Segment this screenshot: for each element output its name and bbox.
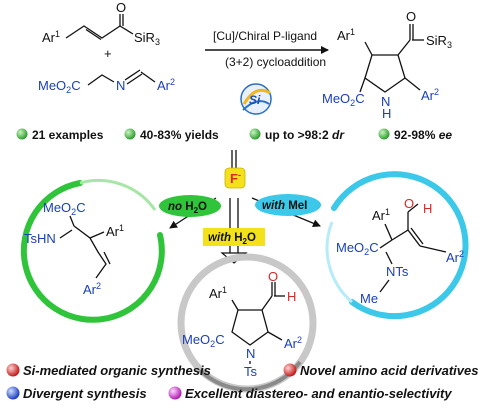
- left-tshn-label: TsHN: [24, 231, 56, 246]
- center-ar1-label: Ar1: [209, 285, 227, 301]
- red-bullet-icon: [6, 363, 20, 377]
- stat-dr: up to >98:2 dr: [265, 128, 345, 142]
- pyrrolidine-ring: [364, 54, 406, 93]
- stat-ee: 92-98% ee: [394, 128, 452, 142]
- enone-bond: [65, 25, 121, 39]
- imine-ester-label: MeO2C: [38, 78, 81, 95]
- left-product-circle: MeO2C TsHN Ar1 Ar2: [20, 179, 165, 323]
- enone-double-bond: [85, 28, 102, 41]
- product-ar2-label: Ar2: [421, 87, 439, 103]
- blue-bullet-icon: [6, 386, 20, 400]
- center-product-circle: Ar1 O H MeO2C N Ts Ar2: [177, 253, 317, 393]
- center-pyrrolidine-ring: [231, 309, 269, 346]
- green-bullet-icon: [249, 128, 261, 140]
- stat-examples: 21 examples: [32, 128, 104, 142]
- imine-ar2-label: Ar2: [157, 77, 175, 93]
- stat-yields: 40-83% yields: [140, 128, 219, 142]
- left-ester-label: MeO2C: [43, 200, 86, 217]
- right-me-label: Me: [360, 291, 378, 306]
- center-ester-label: MeO2C: [182, 332, 225, 349]
- reaction-conditions: [Cu]/Chiral P-ligand (3+2) cycloaddition: [205, 29, 329, 69]
- right-ar2-label: Ar2: [446, 249, 464, 265]
- substrate-oxygen: O: [116, 0, 126, 15]
- branch-label-with-water: with H2O: [203, 228, 265, 246]
- plus-sign: +: [104, 46, 112, 61]
- right-nts-label: NTs: [386, 264, 409, 279]
- center-aldehyde-h: H: [287, 289, 296, 304]
- fluoride-label: F-: [230, 170, 241, 186]
- feature-selectivity: Excellent diastereo- and enantio-selecti…: [185, 386, 452, 401]
- product-ester-label: MeO2C: [322, 91, 365, 108]
- svg-text:no H2O: no H2O: [168, 201, 207, 215]
- right-ester-label: MeO2C: [336, 240, 379, 257]
- branch-label-with-mei: with MeI: [255, 194, 321, 216]
- feature-amino-acid: Novel amino acid derivatives: [300, 363, 478, 378]
- cycloaddition-label: (3+2) cycloaddition: [225, 55, 326, 69]
- center-n-label: N: [246, 346, 255, 361]
- feature-si-mediated: Si-mediated organic synthesis: [23, 363, 211, 378]
- substrate-imine: MeO2C N Ar2: [38, 69, 175, 95]
- svg-text:with H2O: with H2O: [208, 232, 256, 246]
- logo-text: Si: [249, 93, 261, 107]
- feature-divergent: Divergent synthesis: [23, 386, 147, 401]
- fluoride-reagent: F-: [224, 167, 246, 189]
- pink-bullet-icon: [168, 386, 182, 400]
- center-ar2-label: Ar2: [284, 335, 302, 351]
- green-bullet-icon: [378, 128, 390, 140]
- substrate-ar1-label: Ar1: [42, 29, 60, 45]
- right-product-circle: Ar1 O H Ar2 MeO2C NTs Me: [325, 171, 469, 320]
- red-bullet-icon: [283, 363, 297, 377]
- feature-list: Si-mediated organic synthesis Novel amin…: [6, 363, 478, 401]
- product-ar1-label: Ar1: [337, 27, 355, 43]
- imine-nitrogen: N: [116, 78, 125, 93]
- green-bullet-icon: [124, 128, 136, 140]
- branch-label-no-water: no H2O: [159, 195, 221, 217]
- center-ts-label: Ts: [244, 364, 258, 379]
- product-silyl-group: SiR3: [426, 33, 452, 50]
- product-oxygen: O: [406, 9, 416, 24]
- right-aldehyde-h: H: [423, 201, 432, 216]
- right-ar1-label: Ar1: [372, 207, 390, 223]
- left-ar1-label: Ar1: [106, 223, 124, 239]
- substrate-silyl-group: SiR3: [134, 30, 160, 47]
- left-ar2-label: Ar2: [83, 281, 101, 297]
- stats-row: 21 examples 40-83% yields up to >98:2 dr…: [16, 128, 452, 142]
- catalyst-label: [Cu]/Chiral P-ligand: [213, 29, 317, 43]
- right-oxygen: O: [404, 196, 414, 211]
- center-oxygen: O: [268, 269, 278, 284]
- green-bullet-icon: [16, 128, 28, 140]
- silicon-logo-icon: Si: [240, 83, 272, 115]
- svg-text:with MeI: with MeI: [262, 200, 307, 212]
- substrate-enone: Ar1 O SiR3 +: [42, 0, 160, 61]
